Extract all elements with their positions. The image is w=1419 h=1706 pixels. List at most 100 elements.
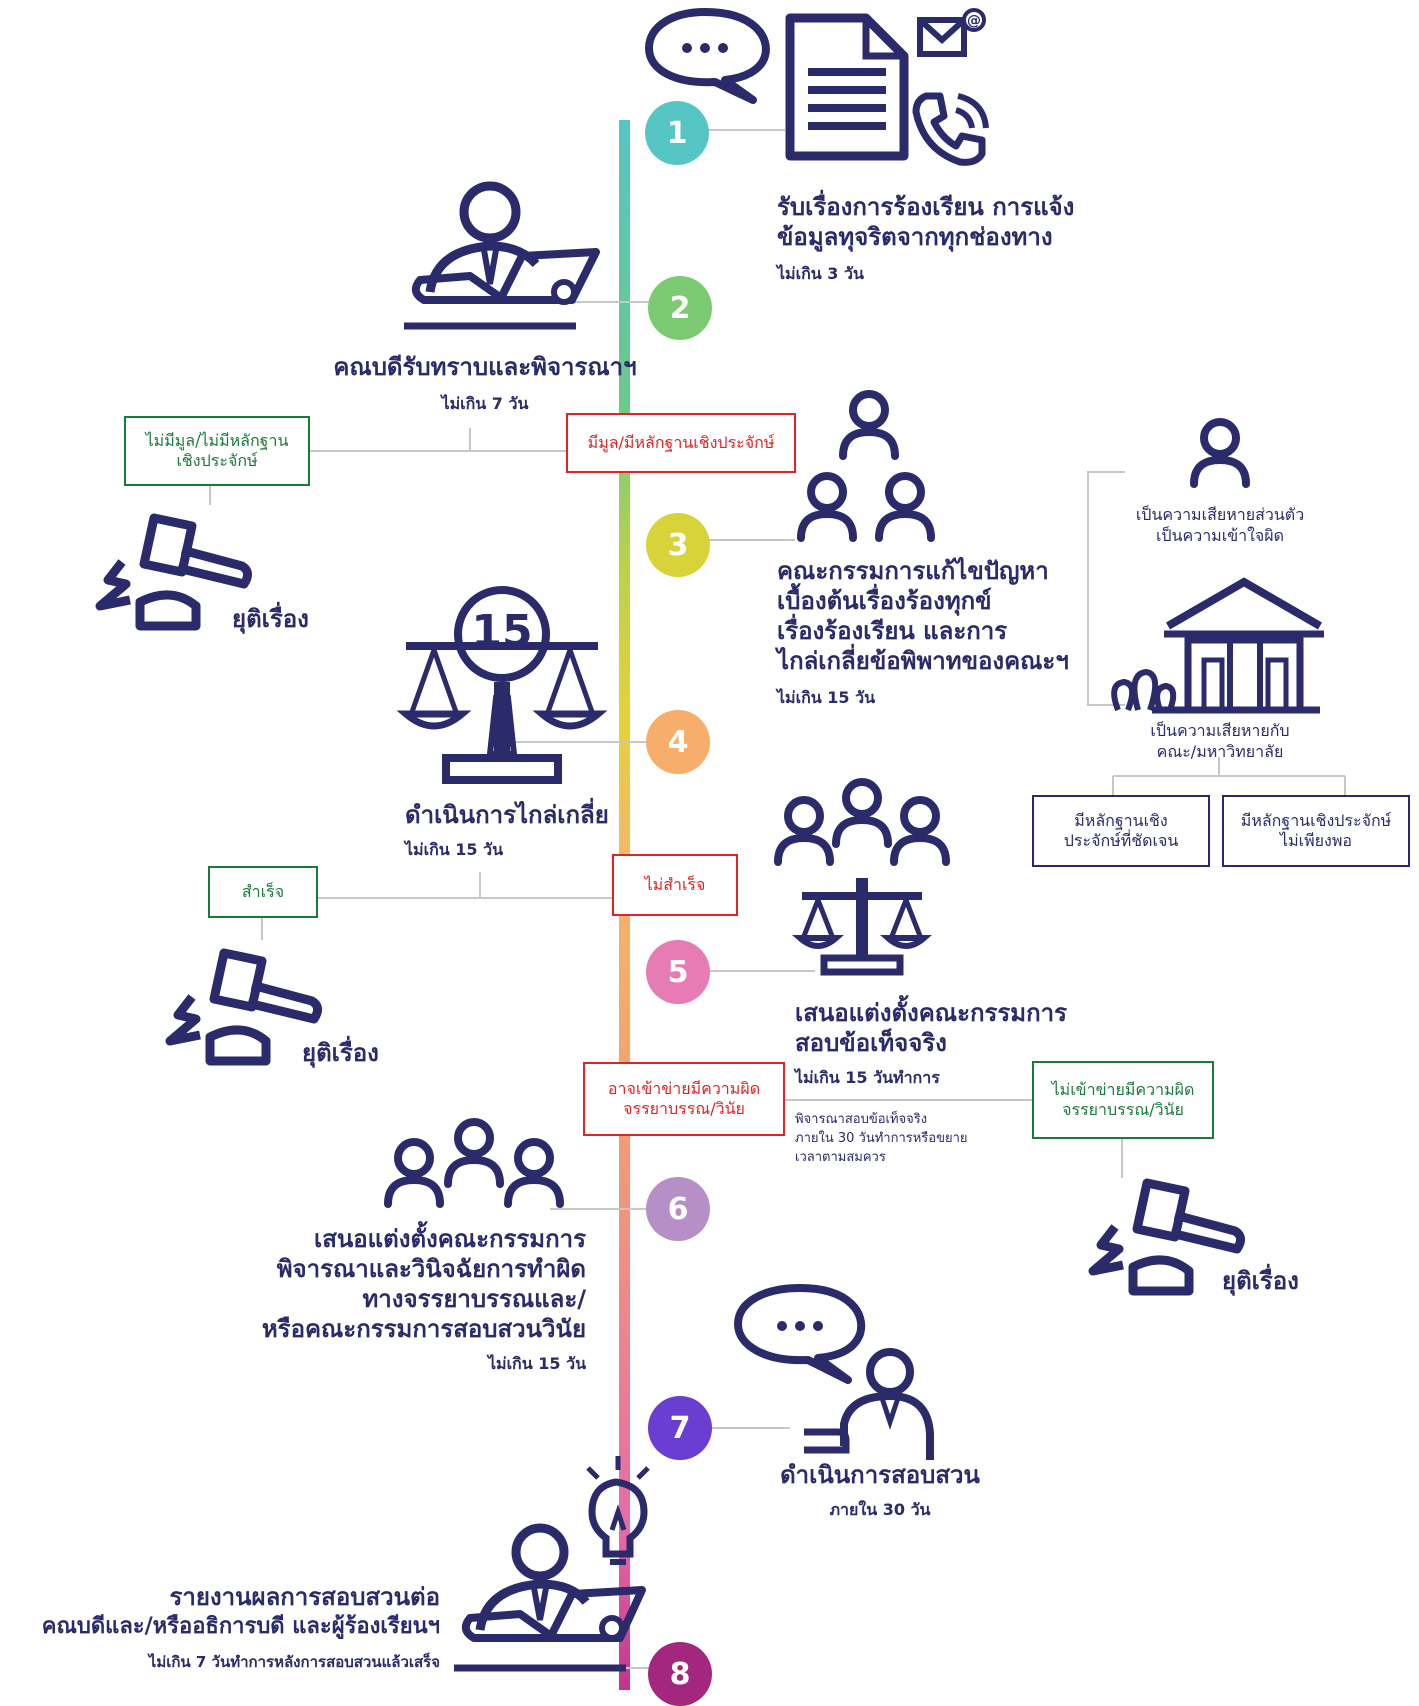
step-duration: ภายใน 30 วัน — [829, 1500, 931, 1519]
step-duration: ไม่เกิน 15 วัน — [487, 1354, 586, 1373]
step-number: 2 — [669, 290, 691, 326]
no-evidence-box[interactable]: ไม่มีมูล/ไม่มีหลักฐานเชิงประจักษ์ — [124, 416, 310, 486]
interview-icon — [734, 1284, 934, 1460]
step-title: พิจารณาและวินิจฉัยการทำผิด — [276, 1255, 586, 1283]
step-2-text: คณบดีรับทราบและพิจารณาฯ ไม่เกิน 7 วัน — [320, 352, 650, 417]
three-people-icon — [388, 1122, 560, 1204]
step-title: หรือคณะกรรมการสอบสวนวินัย — [261, 1315, 586, 1343]
step-number: 8 — [669, 1656, 691, 1692]
email-icon: @ — [917, 8, 986, 57]
step-title: ดำเนินการสอบสวน — [780, 1461, 980, 1489]
step-duration: ไม่เกิน 7 วัน — [441, 394, 529, 413]
success-box[interactable]: สำเร็จ — [208, 866, 318, 918]
step-1-text: รับเรื่องการร้องเรียน การแจ้ง ข้อมูลทุจร… — [777, 192, 1074, 287]
end-label: ยุติเรื่อง — [1222, 1267, 1299, 1295]
step-duration: ไม่เกิน 15 วัน — [777, 688, 876, 707]
step-number: 4 — [667, 724, 689, 760]
step-title: รายงานผลการสอบสวนต่อ — [169, 1583, 440, 1611]
gavel-icon — [100, 518, 248, 626]
step-node-6[interactable]: 6 — [646, 1177, 710, 1241]
phone-icon — [912, 92, 989, 166]
personal-damage-label: เป็นความเสียหายส่วนตัว เป็นความเข้าใจผิด — [1120, 504, 1320, 546]
step-number: 5 — [667, 954, 689, 990]
step-node-3[interactable]: 3 — [646, 513, 710, 577]
box-line: อาจเข้าข่ายมีความผิด — [607, 1079, 761, 1098]
step-number: 6 — [667, 1191, 689, 1227]
document-icon — [785, 13, 909, 161]
step-8-text: รายงานผลการสอบสวนต่อ คณบดีและ/หรืออธิการ… — [6, 1582, 440, 1674]
insufficient-evidence-box[interactable]: มีหลักฐานเชิงประจักษ์ไม่เพียงพอ — [1222, 795, 1410, 867]
step-node-2[interactable]: 2 — [648, 276, 712, 340]
note-line: เวลาตามสมควร — [795, 1150, 886, 1165]
step-title: เรื่องร้องเรียน และการ — [777, 617, 1008, 645]
label-line: คณะ/มหาวิทยาลัย — [1156, 742, 1284, 761]
step-title: ทางจรรยาบรรณและ/ — [362, 1285, 586, 1313]
step-title: สอบข้อเท็จจริง — [795, 1029, 947, 1057]
step-title: ไกล่เกลี่ยข้อพิพาทของคณะฯ — [777, 647, 1069, 675]
step-node-7[interactable]: 7 — [648, 1396, 712, 1460]
step-duration: ไม่เกิน 15 วันทำการ — [795, 1068, 940, 1087]
step-title: ดำเนินการไกล่เกลี่ย — [405, 801, 609, 829]
committee-scale-icon — [778, 782, 946, 976]
box-line: ไม่สำเร็จ — [644, 875, 706, 894]
step-title: เบื้องต้นเรื่องร้องทุกข์ — [777, 587, 992, 615]
step-4-text: ดำเนินการไกล่เกลี่ย ไม่เกิน 15 วัน — [405, 800, 609, 863]
investigate-note: พิจารณาสอบข้อเท็จจริง ภายใน 30 วันทำการห… — [795, 1110, 968, 1167]
box-line: มีหลักฐานเชิง — [1074, 811, 1168, 830]
scale-number: 15 — [471, 606, 533, 657]
person-icon — [1194, 422, 1246, 484]
step-node-1[interactable]: 1 — [645, 101, 709, 165]
step-number: 3 — [667, 527, 689, 563]
may-violate-box[interactable]: อาจเข้าข่ายมีความผิดจรรยาบรรณ/วินัย — [583, 1062, 785, 1136]
not-success-box[interactable]: ไม่สำเร็จ — [612, 854, 738, 916]
note-line: ภายใน 30 วันทำการหรือขยาย — [795, 1131, 968, 1146]
box-line: ไม่เพียงพอ — [1280, 831, 1352, 850]
box-line: สำเร็จ — [241, 882, 285, 901]
gavel-icon — [170, 953, 318, 1061]
committee-icon — [801, 394, 931, 538]
box-line: มีหลักฐานเชิงประจักษ์ — [1240, 811, 1392, 830]
reading-person-icon — [454, 1523, 646, 1672]
step-title: เสนอแต่งตั้งคณะกรรมการ — [795, 999, 1067, 1027]
label-line: เป็นความเข้าใจผิด — [1155, 526, 1285, 545]
box-line: ไม่มีมูล/ไม่มีหลักฐาน — [145, 431, 289, 450]
svg-text:@: @ — [967, 13, 981, 29]
lightbulb-icon — [586, 1456, 650, 1565]
label-line: เป็นความเสียหายกับ — [1150, 721, 1290, 740]
step-title: คณบดีรับทราบและพิจารณาฯ — [333, 353, 637, 381]
box-line: จรรยาบรรณ/วินัย — [623, 1099, 745, 1118]
box-line: มีมูล/มีหลักฐานเชิงประจักษ์ — [587, 433, 775, 452]
not-violate-box[interactable]: ไม่เข้าข่ายมีความผิดจรรยาบรรณ/วินัย — [1032, 1061, 1214, 1139]
has-evidence-box[interactable]: มีมูล/มีหลักฐานเชิงประจักษ์ — [566, 413, 796, 473]
note-line: พิจารณาสอบข้อเท็จจริง — [795, 1112, 928, 1127]
label-line: เป็นความเสียหายส่วนตัว — [1135, 505, 1305, 524]
step-6-text: เสนอแต่งตั้งคณะกรรมการ พิจารณาและวินิจฉั… — [180, 1224, 586, 1377]
step-node-5[interactable]: 5 — [646, 940, 710, 1004]
step-5-text: เสนอแต่งตั้งคณะกรรมการ สอบข้อเท็จจริง ไม… — [795, 998, 1067, 1091]
reading-person-icon — [404, 181, 600, 330]
scale-icon — [396, 586, 608, 784]
step-title: รับเรื่องการร้องเรียน การแจ้ง — [777, 193, 1075, 221]
step-3-text: คณะกรรมการแก้ไขปัญหา เบื้องต้นเรื่องร้อง… — [777, 556, 1069, 711]
step-title: เสนอแต่งตั้งคณะกรรมการ — [314, 1225, 586, 1253]
step-number: 7 — [669, 1410, 691, 1446]
box-line: ไม่เข้าข่ายมีความผิด — [1051, 1080, 1195, 1099]
step-number: 1 — [666, 115, 688, 151]
speech-bubble-icon — [645, 8, 770, 104]
box-line: ประจักษ์ที่ชัดเจน — [1063, 831, 1179, 850]
step-title: คณบดีและ/หรืออธิการบดี และผู้ร้องเรียนฯ — [41, 1614, 440, 1639]
box-line: เชิงประจักษ์ — [176, 451, 258, 470]
step-7-text: ดำเนินการสอบสวน ภายใน 30 วัน — [770, 1460, 990, 1523]
step-duration: ไม่เกิน 15 วัน — [405, 840, 504, 859]
step-title: ข้อมูลทุจริตจากทุกช่องทาง — [777, 223, 1053, 251]
step-node-8[interactable]: 8 — [648, 1642, 712, 1706]
box-line: จรรยาบรรณ/วินัย — [1062, 1100, 1184, 1119]
step-duration: ไม่เกิน 3 วัน — [777, 264, 864, 283]
step-duration: ไม่เกิน 7 วันทำการหลังการสอบสวนแล้วเสร็จ — [148, 1653, 440, 1671]
end-label: ยุติเรื่อง — [232, 605, 309, 633]
building-icon — [1111, 577, 1324, 714]
step-node-4[interactable]: 4 — [646, 710, 710, 774]
step-title: คณะกรรมการแก้ไขปัญหา — [777, 557, 1049, 585]
clear-evidence-box[interactable]: มีหลักฐานเชิงประจักษ์ที่ชัดเจน — [1032, 795, 1210, 867]
end-label: ยุติเรื่อง — [302, 1039, 379, 1067]
